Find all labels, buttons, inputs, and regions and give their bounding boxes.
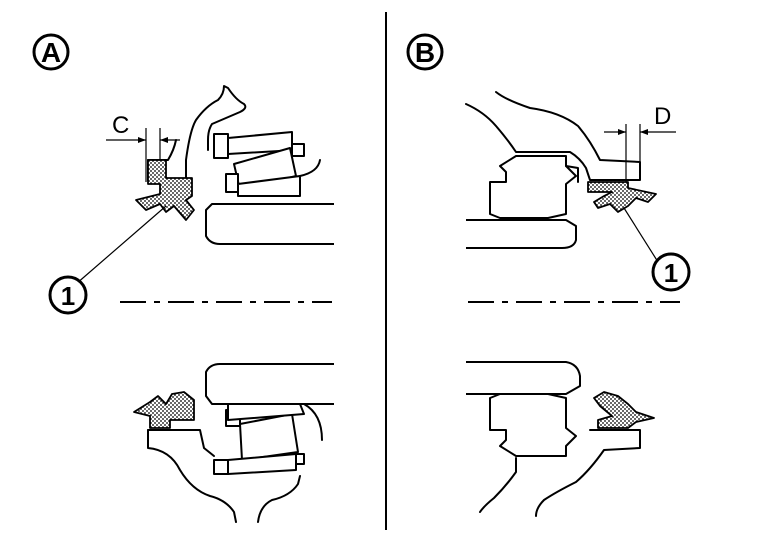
bearing-cage-upper (213, 133, 229, 159)
dimension-c-label: C (112, 112, 129, 139)
housing-upper-b (465, 91, 641, 181)
panel-b-label: B (406, 33, 444, 71)
seal-upper (135, 159, 195, 221)
bearing-roller-lower (239, 413, 299, 461)
callout-1-a: 1 (48, 205, 167, 315)
hub-lower (205, 363, 334, 405)
panel-a-label: A (32, 33, 70, 71)
panel-a-label-text: A (41, 37, 61, 68)
callout-1-b-text: 1 (664, 258, 678, 288)
dimension-d: D (604, 103, 676, 184)
hub-upper (205, 203, 334, 245)
seal-lower-b (593, 391, 655, 429)
callout-1-b: 1 (623, 207, 691, 292)
dimension-d-label: D (654, 103, 671, 130)
panel-b-label-text: B (415, 37, 435, 68)
panel-b: B D 1 (406, 33, 691, 517)
housing-lower (147, 429, 237, 523)
hub-upper-b (466, 219, 577, 249)
bearing-upper-b (489, 155, 577, 219)
dimension-c: C (106, 112, 180, 182)
seal-upper-b (587, 181, 657, 213)
callout-1-a-text: 1 (61, 281, 75, 311)
hub-lower-b (466, 361, 581, 395)
housing-lower-b (535, 429, 641, 517)
seal-lower (133, 391, 195, 429)
housing-upper (147, 85, 247, 181)
bearing-lower-b (489, 393, 577, 457)
panel-a: A C (32, 33, 334, 523)
